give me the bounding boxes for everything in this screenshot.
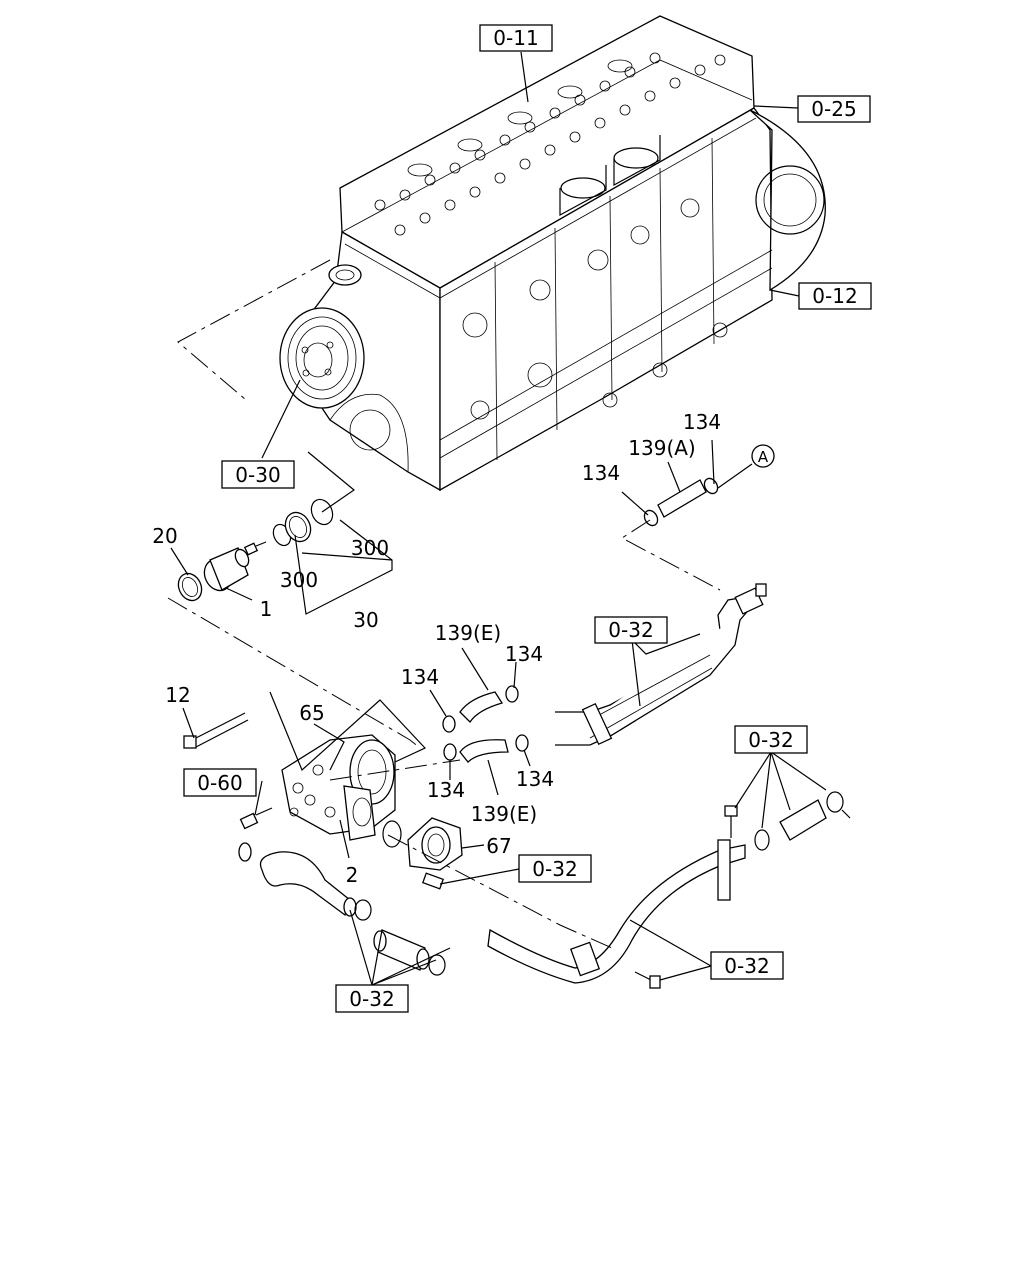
callout-300-left: 300 [280,568,318,592]
callout-134-mid-right: 134 [505,642,543,666]
callout-134-low-left: 134 [427,778,465,802]
ref-0-32-right: 0-32 [748,728,793,752]
water-pump-pulley [279,307,365,409]
lower-water-pipe-assembly [238,791,851,989]
ref-0-30: 0-30 [235,463,280,487]
ref-0-25: 0-25 [811,97,856,121]
ref-0-60: 0-60 [197,771,242,795]
thermostat-parts [177,498,334,602]
assembly-lines [167,259,721,949]
ref-0-12: 0-12 [812,284,857,308]
callout-2: 2 [346,863,359,887]
callout-30: 30 [353,608,378,632]
callout-a: A [758,448,769,466]
callout-139e-low: 139(E) [471,802,537,826]
callout-12: 12 [165,683,190,707]
ref-0-32-upper: 0-32 [608,618,653,642]
callout-134-top: 134 [683,410,721,434]
callout-134-left: 134 [582,461,620,485]
callout-134-low-right: 134 [516,767,554,791]
callout-20: 20 [152,524,177,548]
view-a-marker [751,444,775,468]
ref-0-32-middle: 0-32 [532,857,577,881]
callout-1: 1 [260,597,273,621]
ref-0-32-lower-left: 0-32 [349,987,394,1011]
callout-67: 67 [486,834,511,858]
callout-134-mid-left: 134 [401,665,439,689]
callout-labels: 134 139(A) 134 A 20 1 300 300 30 139(E) … [152,410,775,887]
reference-labels: 0-11 0-25 0-12 0-30 0-32 0-32 0-60 0-32 … [183,24,872,1013]
callout-139e-top: 139(E) [435,621,501,645]
upper-water-pipe-assembly [442,477,767,763]
ref-0-32-lower-right: 0-32 [724,954,769,978]
water-outlet-housing [183,712,463,890]
ref-0-11: 0-11 [493,26,538,50]
leader-lines [170,51,827,986]
callout-65: 65 [299,701,324,725]
callout-139a: 139(A) [628,436,695,460]
callout-300-right: 300 [351,536,389,560]
engine-block-illustration [279,15,826,492]
